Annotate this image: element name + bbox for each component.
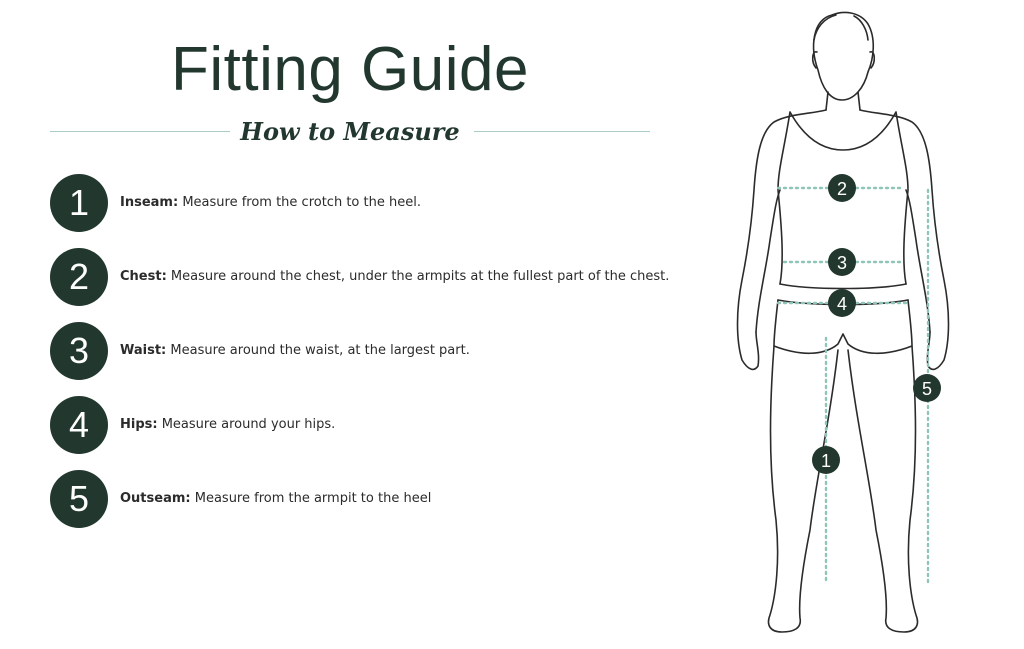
tank-top-outline [777, 111, 909, 285]
step-text: Measure around the waist, at the largest… [170, 343, 470, 358]
page-subtitle: How to Measure [240, 117, 460, 146]
step-label: Waist: [120, 343, 167, 358]
marker-badge [812, 446, 840, 474]
step-description: Waist: Measure around the waist, at the … [120, 342, 470, 360]
step-number-badge: 4 [50, 396, 108, 454]
marker-badge [913, 374, 941, 402]
step-label: Inseam: [120, 195, 179, 210]
step-text: Measure around the chest, under the armp… [170, 269, 670, 284]
step-waist: 3 Waist: Measure around the waist, at th… [50, 322, 670, 380]
step-text: Measure around your hips. [161, 417, 336, 432]
leg-left-outline [767, 345, 839, 633]
neck-outline [825, 91, 861, 111]
shorts-outline [773, 299, 913, 355]
marker-label: 4 [837, 294, 847, 314]
step-hips: 4 Hips: Measure around your hips. [50, 396, 670, 454]
body-figure: 2 3 4 5 1 [720, 0, 1010, 649]
step-description: Chest: Measure around the chest, under t… [120, 268, 669, 286]
step-number-badge: 3 [50, 322, 108, 380]
marker-badge [828, 174, 856, 202]
marker-badge [828, 289, 856, 317]
step-label: Outseam: [120, 491, 191, 506]
torso-outline [736, 109, 950, 371]
step-description: Hips: Measure around your hips. [120, 416, 335, 434]
marker-badge [828, 248, 856, 276]
divider-right [474, 131, 650, 132]
marker-chest: 2 [828, 174, 856, 202]
step-description: Inseam: Measure from the crotch to the h… [120, 194, 421, 212]
step-text: Measure from the armpit to the heel [194, 491, 432, 506]
marker-label: 2 [837, 179, 847, 199]
step-number-badge: 5 [50, 470, 108, 528]
divider-left [50, 131, 230, 132]
marker-inseam: 1 [812, 446, 840, 474]
marker-waist: 3 [828, 248, 856, 276]
step-description: Outseam: Measure from the armpit to the … [120, 490, 431, 508]
marker-label: 3 [837, 253, 847, 273]
marker-hips: 4 [828, 289, 856, 317]
step-outseam: 5 Outseam: Measure from the armpit to th… [50, 470, 670, 528]
hair-outline [813, 14, 869, 41]
leg-right-outline [847, 345, 919, 633]
ear-left [811, 51, 818, 69]
step-label: Hips: [120, 417, 158, 432]
step-number-badge: 1 [50, 174, 108, 232]
step-inseam: 1 Inseam: Measure from the crotch to the… [50, 174, 670, 232]
marker-label: 5 [922, 379, 932, 399]
step-chest: 2 Chest: Measure around the chest, under… [50, 248, 670, 306]
head-outline [812, 11, 875, 101]
step-label: Chest: [120, 269, 167, 284]
page-title: Fitting Guide [170, 35, 529, 104]
step-number-badge: 2 [50, 248, 108, 306]
step-text: Measure from the crotch to the heel. [182, 195, 421, 210]
ear-right [869, 51, 876, 69]
marker-label: 1 [821, 451, 831, 471]
inner-arm-left [755, 189, 781, 333]
body-outline-diagram: 2 3 4 5 1 [736, 11, 950, 633]
marker-outseam: 5 [913, 374, 941, 402]
subtitle-row: How to Measure [50, 114, 650, 150]
